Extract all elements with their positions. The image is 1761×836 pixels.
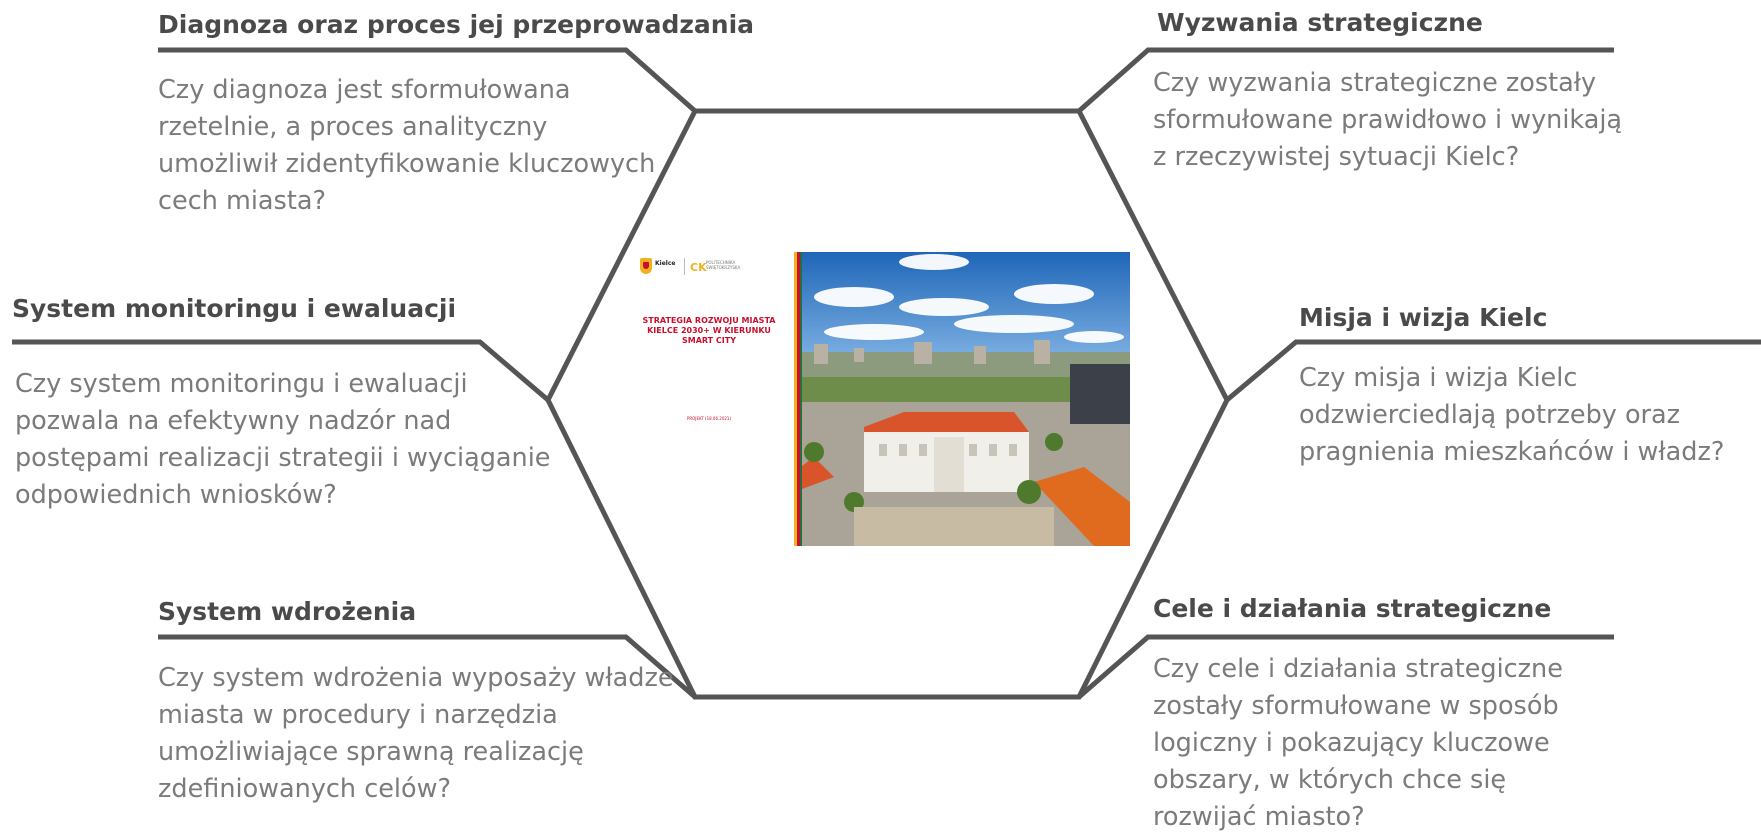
diagnoza-text: Czy diagnoza jest sformułowana rzetelnie…: [158, 75, 656, 216]
monitoring-title: System monitoringu i ewaluacji: [12, 294, 457, 323]
cele-text: Czy cele i działania strategiczne został…: [1153, 654, 1563, 832]
leader-diagnoza: [158, 47, 697, 113]
hexagon-diagram: [12, 47, 1761, 700]
leader-monitoring: [12, 339, 550, 402]
wyzwania-title: Wyzwania strategiczne: [1157, 8, 1483, 37]
cover-logos: Kielce CK POLITECHNIKA ŚWIĘTOKRZYSKA: [640, 258, 740, 276]
misja-title: Misja i wizja Kielc: [1299, 303, 1548, 332]
misja-text: Czy misja i wizja Kielc odzwierciedlają …: [1299, 363, 1725, 467]
logo-divider: [684, 258, 685, 275]
kielce-shield-icon: [640, 258, 652, 274]
leader-wdrozenie: [158, 634, 697, 699]
diagnoza-title: Diagnoza oraz proces jej przeprowadzania: [158, 10, 755, 39]
kielce-logo-text: Kielce: [655, 260, 676, 267]
partner-logo-text: POLITECHNIKA ŚWIĘTOKRZYSKA: [706, 260, 741, 270]
cover-subtitle: PROJEKT (18.06.2021): [686, 416, 732, 421]
cele-title: Cele i działania strategiczne: [1153, 594, 1552, 623]
wyzwania-text: Czy wyzwania strategiczne zostały sformu…: [1153, 68, 1623, 172]
monitoring-text: Czy system monitoringu i ewaluacji pozwa…: [15, 369, 551, 510]
cover-title: STRATEGIA ROZWOJU MIASTA KIELCE 2030+ W …: [642, 316, 776, 345]
strategy-cover: Kielce CK POLITECHNIKA ŚWIĘTOKRZYSKA STR…: [634, 252, 1131, 546]
ck-logo-icon: CK: [690, 261, 707, 274]
leader-wyzwania: [1077, 47, 1614, 113]
wdrozenie-title: System wdrożenia: [158, 597, 417, 626]
leader-misja: [1225, 339, 1761, 402]
leader-cele: [1077, 634, 1614, 699]
wdrozenie-text: Czy system wdrożenia wyposaży władze mia…: [158, 663, 674, 804]
city-aerial-photo: [794, 252, 1130, 546]
